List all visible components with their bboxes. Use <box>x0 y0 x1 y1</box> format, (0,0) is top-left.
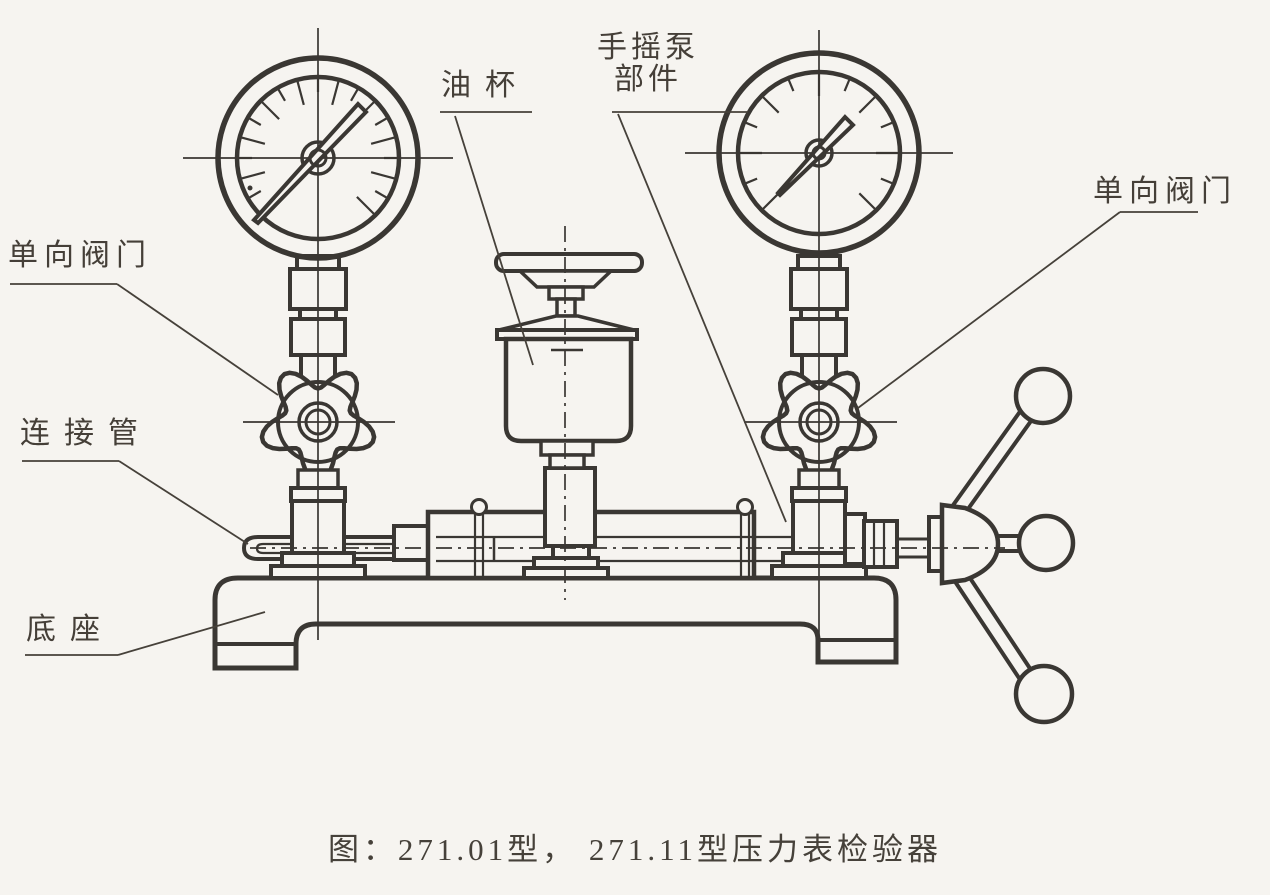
leader-base <box>25 611 266 656</box>
label-base: 底座 <box>26 613 114 646</box>
gauge-tick-mark <box>762 96 780 114</box>
handwheel-ball-middle <box>1016 513 1076 573</box>
handwheel <box>927 366 1076 725</box>
gauge-tick-mark <box>858 96 876 114</box>
gauge-needles <box>251 101 856 226</box>
gauge-tick-mark <box>241 136 266 145</box>
label-connecting-pipe: 连接管 <box>20 417 152 450</box>
oil-cup-handle <box>494 252 644 273</box>
leader-lines <box>10 111 1198 656</box>
gauge-tick-mark <box>370 136 395 145</box>
figure-caption: 图：271.01型， 271.11型压力表检验器 <box>327 832 943 867</box>
oil-cup <box>494 252 644 470</box>
gauge-tick-mark <box>843 79 851 92</box>
gauge-tick-mark <box>277 89 286 102</box>
gauge-tick-mark <box>370 171 395 180</box>
leader-connecting-pipe <box>22 460 249 545</box>
gauge-tick-mark <box>350 89 359 102</box>
gauge-tick-mark <box>880 177 893 185</box>
cylinder-bolt-right <box>736 498 754 577</box>
gauge-tick-mark <box>261 101 280 120</box>
gauge-tick-mark <box>374 190 387 199</box>
gauge-tick-mark <box>241 171 266 180</box>
label-hand-pump-line1: 手摇泵 <box>597 31 699 64</box>
gauge-tick-mark <box>787 79 795 92</box>
leader-oil-cup <box>440 111 534 366</box>
gauge-tick-mark <box>249 190 262 199</box>
cylinder-bolt-left <box>470 498 488 577</box>
handwheel-ball-top <box>1013 366 1073 426</box>
leader-check-valve-right <box>857 211 1198 409</box>
handwheel-hub <box>939 502 1001 586</box>
gauge-tick-mark <box>356 196 375 215</box>
leader-hand-pump <box>612 111 787 523</box>
gauge-tick-mark <box>762 192 780 210</box>
label-hand-pump: 手摇泵 部件 <box>588 31 708 97</box>
gauge-tick-mark <box>331 81 340 106</box>
base-block <box>212 575 899 671</box>
gauge-tick-mark <box>296 81 305 106</box>
gauge-tick-mark <box>880 121 893 129</box>
gauge-tick-mark <box>745 177 758 185</box>
label-check-valve-left: 单向阀门 <box>8 239 152 272</box>
oil-cup-vessel <box>503 336 634 444</box>
left-gauge-needle <box>251 101 369 226</box>
label-oil-cup: 油杯 <box>441 69 529 102</box>
leader-check-valve-left <box>10 283 279 396</box>
label-check-valve-right: 单向阀门 <box>1093 175 1237 208</box>
gauge-tick-mark <box>858 192 876 210</box>
centerlines <box>183 28 1005 655</box>
label-hand-pump-line2: 部件 <box>614 63 682 97</box>
gauge-tick-mark <box>374 117 387 126</box>
handwheel-ball-bottom <box>1013 663 1075 725</box>
gauge-tick-mark <box>249 117 262 126</box>
gauge-tick-mark <box>745 121 758 129</box>
